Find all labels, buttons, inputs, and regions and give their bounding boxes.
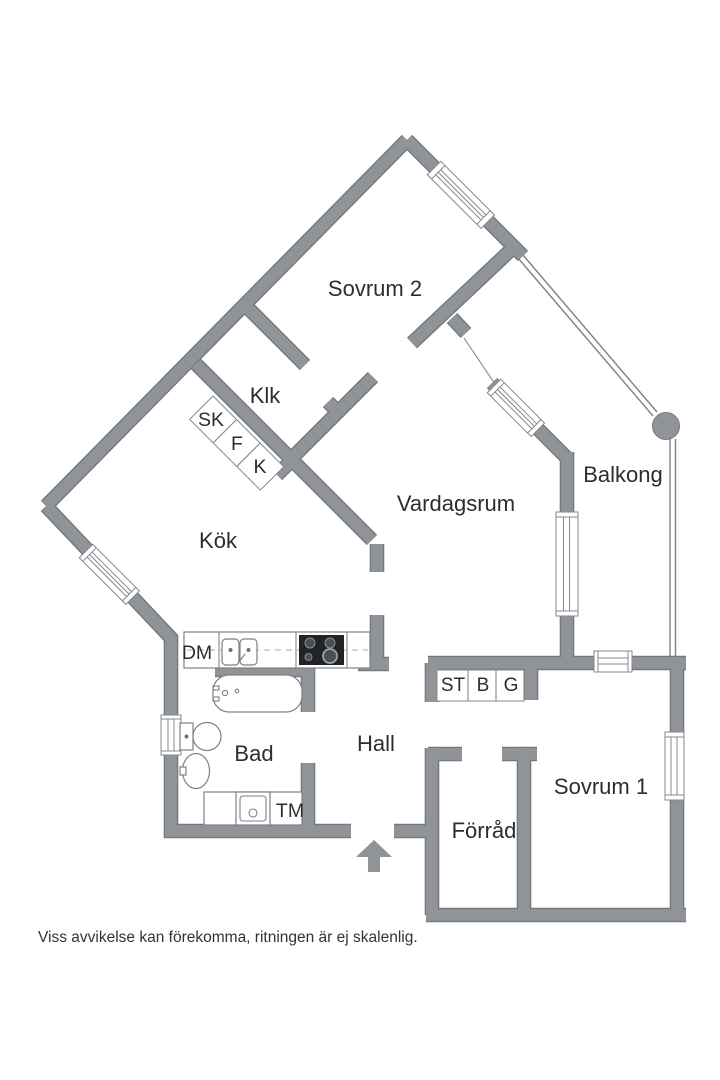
label-k: K: [253, 456, 266, 478]
kitchen-counter: [183, 631, 371, 669]
label-f: F: [231, 433, 243, 455]
balcony-pillar: [652, 412, 680, 440]
label-bad: Bad: [234, 741, 273, 766]
bathroom-counter: [203, 791, 303, 826]
label-forrad: Förråd: [452, 818, 517, 843]
wardrobe-cells-sk-f-k: [188, 395, 285, 491]
label-hall: Hall: [357, 731, 395, 756]
bad-window: [160, 714, 182, 756]
bathtub-icon: [212, 674, 303, 713]
label-st: ST: [441, 675, 466, 696]
label-sk: SK: [198, 409, 224, 431]
kitchen-sink-icon: [221, 638, 258, 666]
label-tm: TM: [276, 800, 304, 822]
label-b: B: [477, 675, 490, 696]
washbasin-icon: [179, 752, 211, 790]
balcony-door-window: [555, 511, 579, 617]
toilet-icon: [179, 721, 222, 752]
label-klk: Klk: [250, 383, 282, 408]
vardagsrum-window: [486, 378, 546, 438]
kok-window: [78, 543, 141, 606]
label-balkong: Balkong: [583, 462, 663, 487]
label-sovrum1: Sovrum 1: [554, 774, 648, 799]
label-vardagsrum: Vardagsrum: [397, 491, 515, 516]
washing-machine-icon: [235, 791, 271, 826]
sovrum2-window: [426, 160, 496, 230]
label-g: G: [504, 675, 519, 696]
label-kok: Kök: [199, 528, 238, 553]
label-sovrum2: Sovrum 2: [328, 276, 422, 301]
glazing-line: [463, 337, 496, 385]
entrance-arrow-icon: [356, 840, 392, 872]
balcony-railing: [517, 254, 680, 657]
sovrum1-right-window: [664, 731, 685, 801]
label-dm: DM: [182, 642, 212, 664]
disclaimer-text: Viss avvikelse kan förekomma, ritningen …: [38, 929, 418, 946]
sovrum1-top-window: [593, 650, 633, 673]
closet-cells-st-b-g: [436, 669, 525, 702]
stove-icon: [299, 635, 344, 665]
